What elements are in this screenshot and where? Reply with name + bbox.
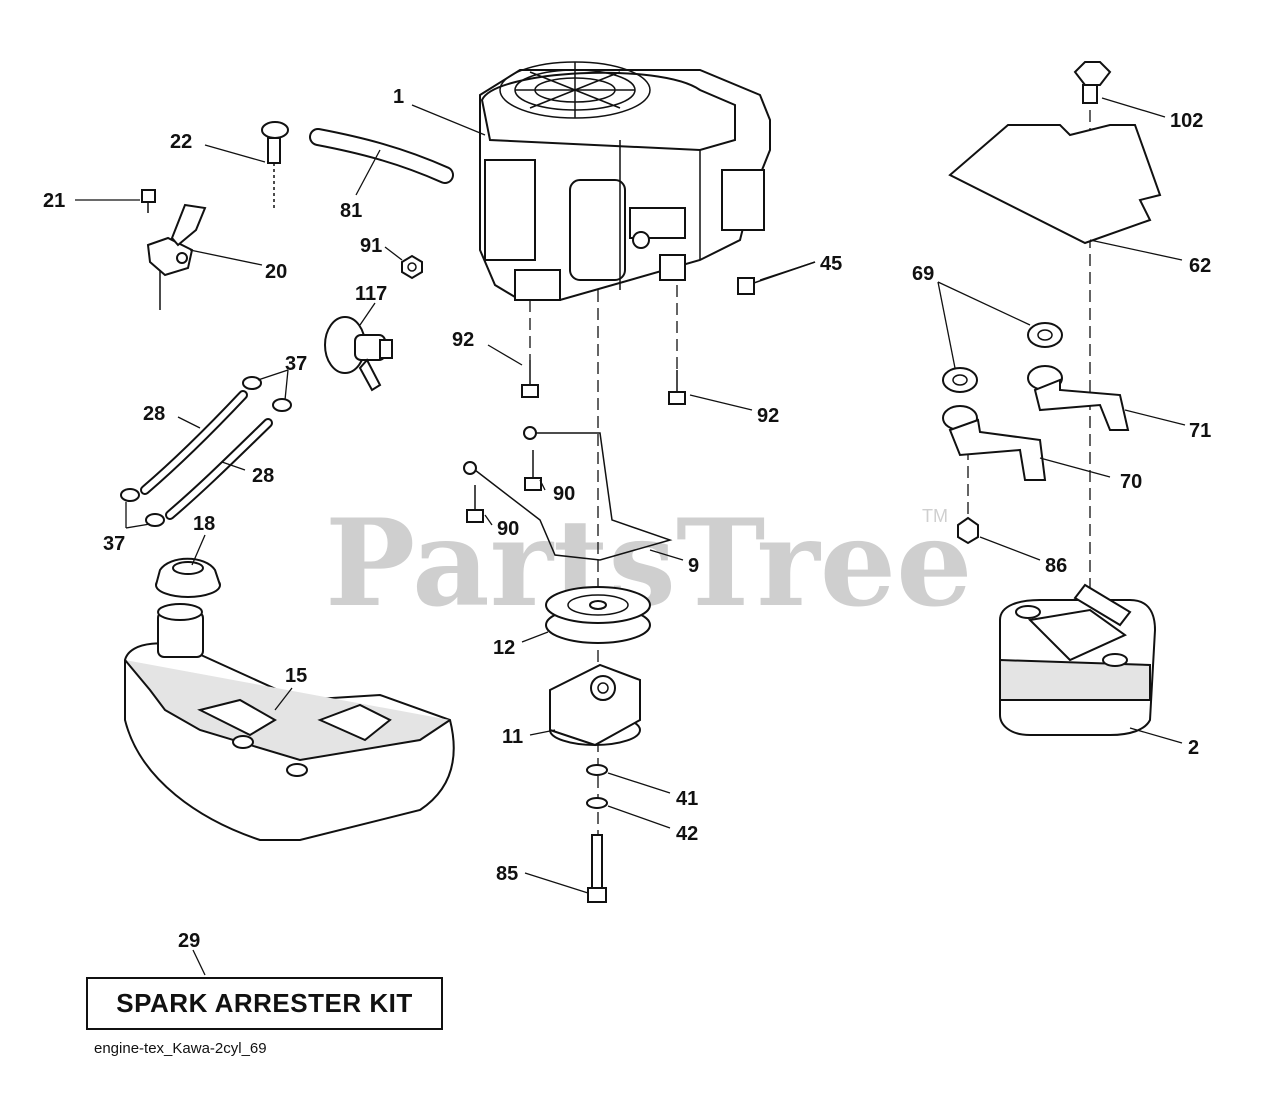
fuel-valve-117-part — [324, 316, 393, 392]
watermark-brand: PartsTree — [325, 493, 972, 634]
callout-62: 62 — [1189, 255, 1211, 277]
callout-41: 41 — [676, 788, 698, 810]
callout-86: 86 — [1045, 555, 1067, 577]
engine-part — [479, 61, 771, 301]
callout-18: 18 — [193, 513, 215, 535]
bolt-90-part — [466, 450, 542, 523]
nut-86-part — [957, 516, 979, 545]
washer-42-part — [586, 797, 608, 809]
callout-117: 117 — [355, 283, 387, 305]
callout-42: 42 — [676, 823, 698, 845]
callout-102: 102 — [1170, 110, 1203, 132]
push-button-22-part — [261, 121, 289, 210]
callout-37-top: 37 — [285, 353, 307, 375]
callout-71: 71 — [1189, 420, 1211, 442]
callout-90-lower: 90 — [497, 518, 519, 540]
spark-arrester-kit-box: SPARK ARRESTER KIT — [86, 977, 443, 1030]
callout-15: 15 — [285, 665, 307, 687]
clutch-11-part — [549, 663, 641, 747]
callout-28-top: 28 — [143, 403, 165, 425]
callout-92-left: 92 — [452, 329, 474, 351]
bolt-45-part — [737, 261, 816, 295]
bolt-85-part — [587, 834, 607, 903]
callout-70: 70 — [1120, 471, 1142, 493]
callout-45: 45 — [820, 253, 842, 275]
heat-shield-62-part — [948, 124, 1162, 245]
fuel-hose-81-part — [309, 128, 454, 184]
throttle-control-20-part — [146, 203, 207, 310]
callout-85: 85 — [496, 863, 518, 885]
exhaust-pipe-70-part — [942, 405, 1047, 481]
callout-labels: 1 22 21 20 81 91 117 37 28 28 37 18 15 9… — [43, 86, 1211, 952]
callout-12: 12 — [493, 637, 515, 659]
exhaust-pipe-71-part — [1027, 365, 1130, 431]
washer-41-part — [586, 764, 608, 776]
callout-29: 29 — [178, 930, 200, 952]
callout-11: 11 — [502, 726, 523, 748]
gasket-69-part — [942, 322, 1063, 393]
bolt-21-part — [141, 189, 156, 213]
callout-90-upper: 90 — [553, 483, 575, 505]
callout-2: 2 — [1188, 737, 1199, 759]
fuel-line-28-part — [140, 390, 273, 520]
callout-91: 91 — [360, 235, 382, 257]
callout-28-bottom: 28 — [252, 465, 274, 487]
callout-37-bottom: 37 — [103, 533, 125, 555]
leader-lines — [75, 97, 1186, 976]
diagram-caption: engine-tex_Kawa-2cyl_69 — [94, 1040, 267, 1057]
fuel-cap-18-part — [155, 557, 221, 598]
callout-9: 9 — [688, 555, 699, 577]
callout-22: 22 — [170, 131, 192, 153]
callout-92-right: 92 — [757, 405, 779, 427]
spark-arrester-kit-label: SPARK ARRESTER KIT — [116, 988, 413, 1018]
callout-21: 21 — [43, 190, 65, 212]
callout-81: 81 — [340, 200, 362, 222]
muffler-2-part — [999, 583, 1157, 736]
pulley-12-part — [545, 586, 651, 644]
callout-69: 69 — [912, 263, 934, 285]
callout-1: 1 — [393, 86, 404, 108]
watermark-trademark: TM — [922, 506, 948, 526]
nut-91-part — [401, 254, 423, 280]
hose-clamp-37-part — [120, 376, 292, 527]
fuel-tank-15-part — [124, 603, 455, 841]
bolt-102-part — [1073, 61, 1112, 104]
bolt-92-part — [521, 360, 686, 405]
bracket-9-part — [463, 426, 673, 561]
callout-20: 20 — [265, 261, 287, 283]
